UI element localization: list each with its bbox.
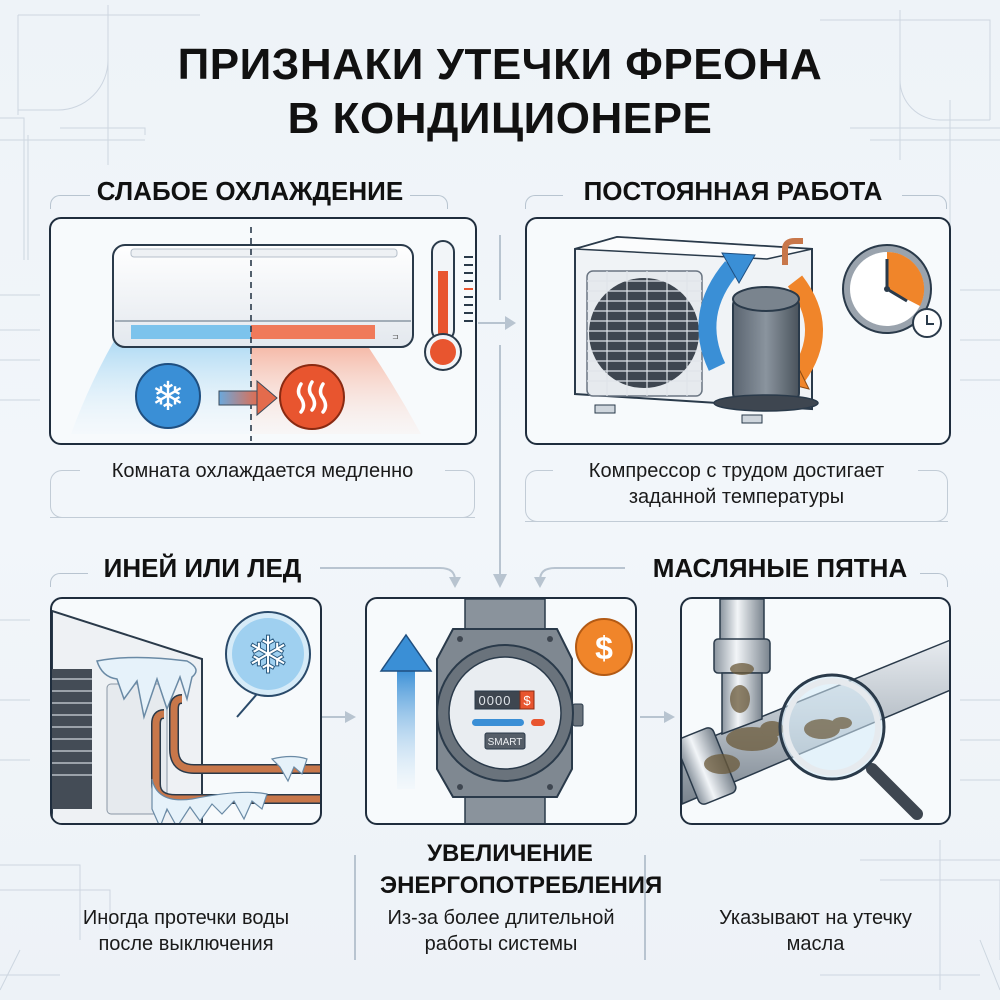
- ac-indoor-unit: ⊐: [112, 244, 414, 348]
- meter-digits: 0000: [479, 693, 512, 708]
- svg-text:$: $: [595, 630, 613, 666]
- meter-currency: $: [523, 693, 531, 708]
- arrow-up-icon: [379, 633, 433, 789]
- heading-oil-stains: МАСЛЯНЫЕ ПЯТНА: [652, 553, 908, 583]
- caption-energy-consumption: Из-за более длительной работы системы: [387, 907, 615, 955]
- heading-bracket-left: [50, 195, 90, 209]
- frost-ice-illustration: ❄: [52, 609, 320, 823]
- oil-stains-illustration: [682, 599, 949, 820]
- card-energy-consumption: 0000 $ SMART $: [365, 597, 637, 825]
- arrow-right-icon: [218, 379, 278, 417]
- energy-consumption-illustration: 0000 $ SMART $: [379, 599, 633, 823]
- card-weak-cooling: ⊐ ❄: [49, 217, 477, 445]
- arrow-right-icon: [345, 711, 356, 723]
- heading-frost-ice: ИНЕЙ ИЛИ ЛЕД: [103, 553, 302, 583]
- heading-weak-cooling: СЛАБОЕ ОХЛАЖДЕНИЕ: [96, 176, 404, 206]
- heading-bracket-right: [920, 573, 948, 587]
- caption-frost-ice: Иногда протечки воды после выключения: [82, 907, 290, 955]
- compressor-icon: [713, 238, 819, 412]
- dollar-coin-icon: $: [575, 618, 633, 676]
- svg-text:⊐: ⊐: [392, 332, 399, 341]
- arrow-down-icon: [449, 577, 461, 588]
- arrow-right-icon: [505, 316, 516, 330]
- magnifier-icon: [778, 673, 923, 820]
- thermometer-icon: [424, 240, 473, 371]
- heading-bracket-left: [50, 573, 88, 587]
- frozen-outdoor-unit: [52, 609, 203, 823]
- arrow-down-icon: [534, 577, 546, 588]
- card-oil-stains: [680, 597, 951, 825]
- snowflake-icon: ❄: [225, 611, 311, 697]
- caption-constant-operation: Компрессор с трудом достигает заданной т…: [588, 460, 885, 508]
- card-frost-ice: ❄: [50, 597, 322, 825]
- heading-energy-consumption: УВЕЛИЧЕНИЕ ЭНЕРГОПОТРЕБЛЕНИЯ: [380, 840, 663, 899]
- clock-icon: [842, 244, 942, 338]
- page-title: ПРИЗНАКИ УТЕЧКИ ФРЕОНА В КОНДИЦИОНЕРЕ: [0, 38, 1000, 146]
- heading-bracket-right: [410, 195, 448, 209]
- caption-weak-cooling: Комната охлаждается медленно: [111, 460, 414, 482]
- smart-meter-icon: 0000 $ SMART: [436, 599, 584, 823]
- meter-label: SMART: [488, 737, 523, 748]
- title-line-2: В КОНДИЦИОНЕРЕ: [287, 94, 713, 143]
- snowflake-icon: ❄: [135, 363, 201, 429]
- weak-cooling-illustration: ⊐ ❄: [71, 227, 473, 441]
- heading-constant-operation: ПОСТОЯННАЯ РАБОТА: [583, 176, 883, 206]
- title-line-1: ПРИЗНАКИ УТЕЧКИ ФРЕОНА: [177, 40, 823, 89]
- heading-bracket-right: [902, 195, 947, 209]
- svg-text:❄: ❄: [246, 627, 290, 685]
- copper-pipes: [151, 694, 320, 823]
- caption-oil-stains: Указывают на утечку масла: [719, 907, 912, 955]
- svg-text:❄: ❄: [151, 375, 185, 419]
- card-constant-operation: [525, 217, 951, 445]
- heading-bracket-left: [525, 195, 563, 209]
- arrow-down-icon: [493, 574, 507, 588]
- heat-waves-icon: [279, 364, 345, 430]
- arrow-right-icon: [664, 711, 675, 723]
- constant-operation-illustration: [574, 235, 942, 424]
